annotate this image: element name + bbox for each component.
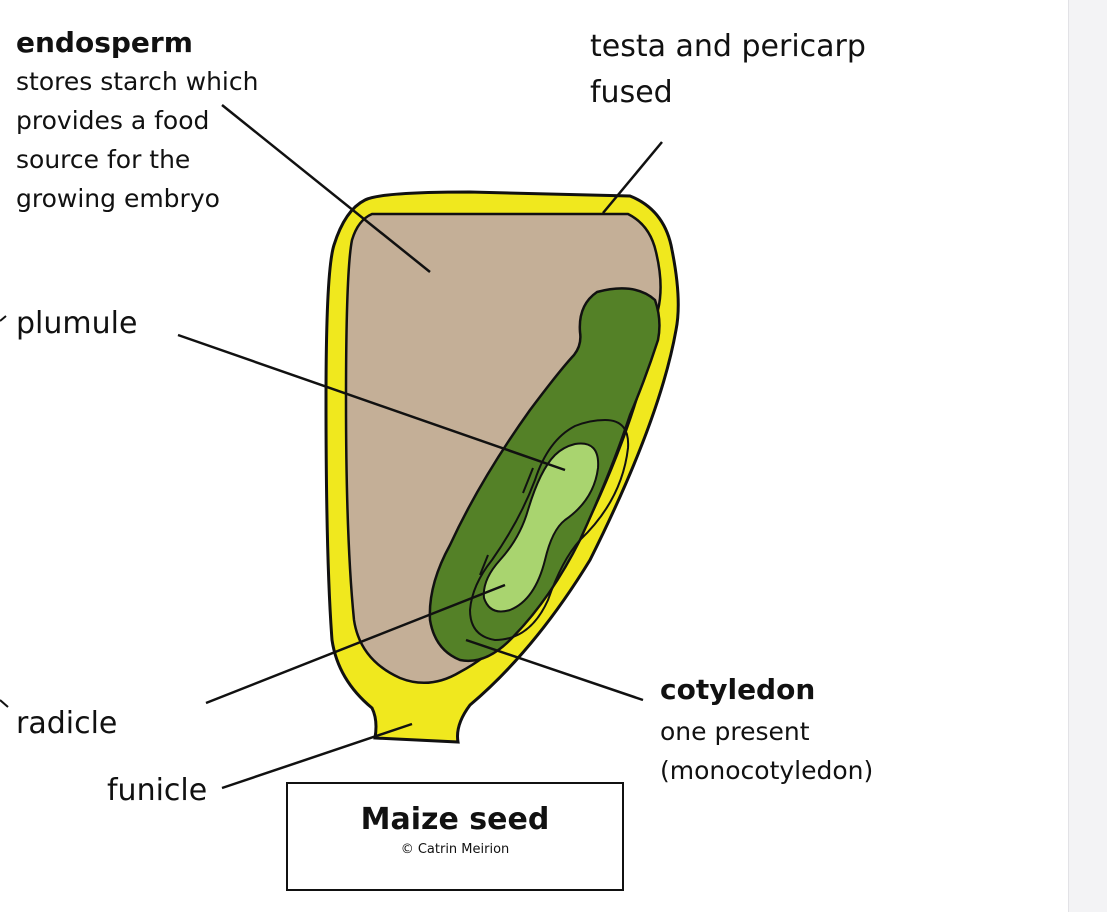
radicle-label: radicle <box>16 706 118 741</box>
funicle-leader-line <box>221 722 413 790</box>
embryo-detail-stroke <box>522 467 534 494</box>
endosperm-leader-line <box>221 104 431 273</box>
side-scroll-strip <box>1068 0 1107 912</box>
cotyledon-description: one present (monocotyledon) <box>660 717 874 785</box>
cropped-line-fragment <box>0 699 9 708</box>
funicle-label: funicle <box>107 773 208 808</box>
caption-credit: © Catrin Meirion <box>400 842 510 857</box>
testa-leader-line <box>602 141 663 214</box>
cotyledon-title: cotyledon <box>660 673 816 706</box>
caption-box: Maize seed © Catrin Meirion <box>286 782 624 891</box>
cotyledon-leader-line <box>465 638 644 702</box>
embryo-core <box>482 442 600 613</box>
endosperm-title: endosperm <box>16 26 193 59</box>
embryo-detail-stroke <box>479 554 489 576</box>
embryo-outline <box>468 418 630 642</box>
testa-label: testa and pericarp fused <box>590 29 866 110</box>
plumule-label: plumule <box>16 306 138 341</box>
caption-title: Maize seed <box>360 802 550 837</box>
cropped-line-fragment <box>0 315 7 322</box>
radicle-leader-line <box>205 583 506 705</box>
plumule-leader-line <box>177 333 566 472</box>
endosperm-description: stores starch which provides a food sour… <box>16 67 259 213</box>
